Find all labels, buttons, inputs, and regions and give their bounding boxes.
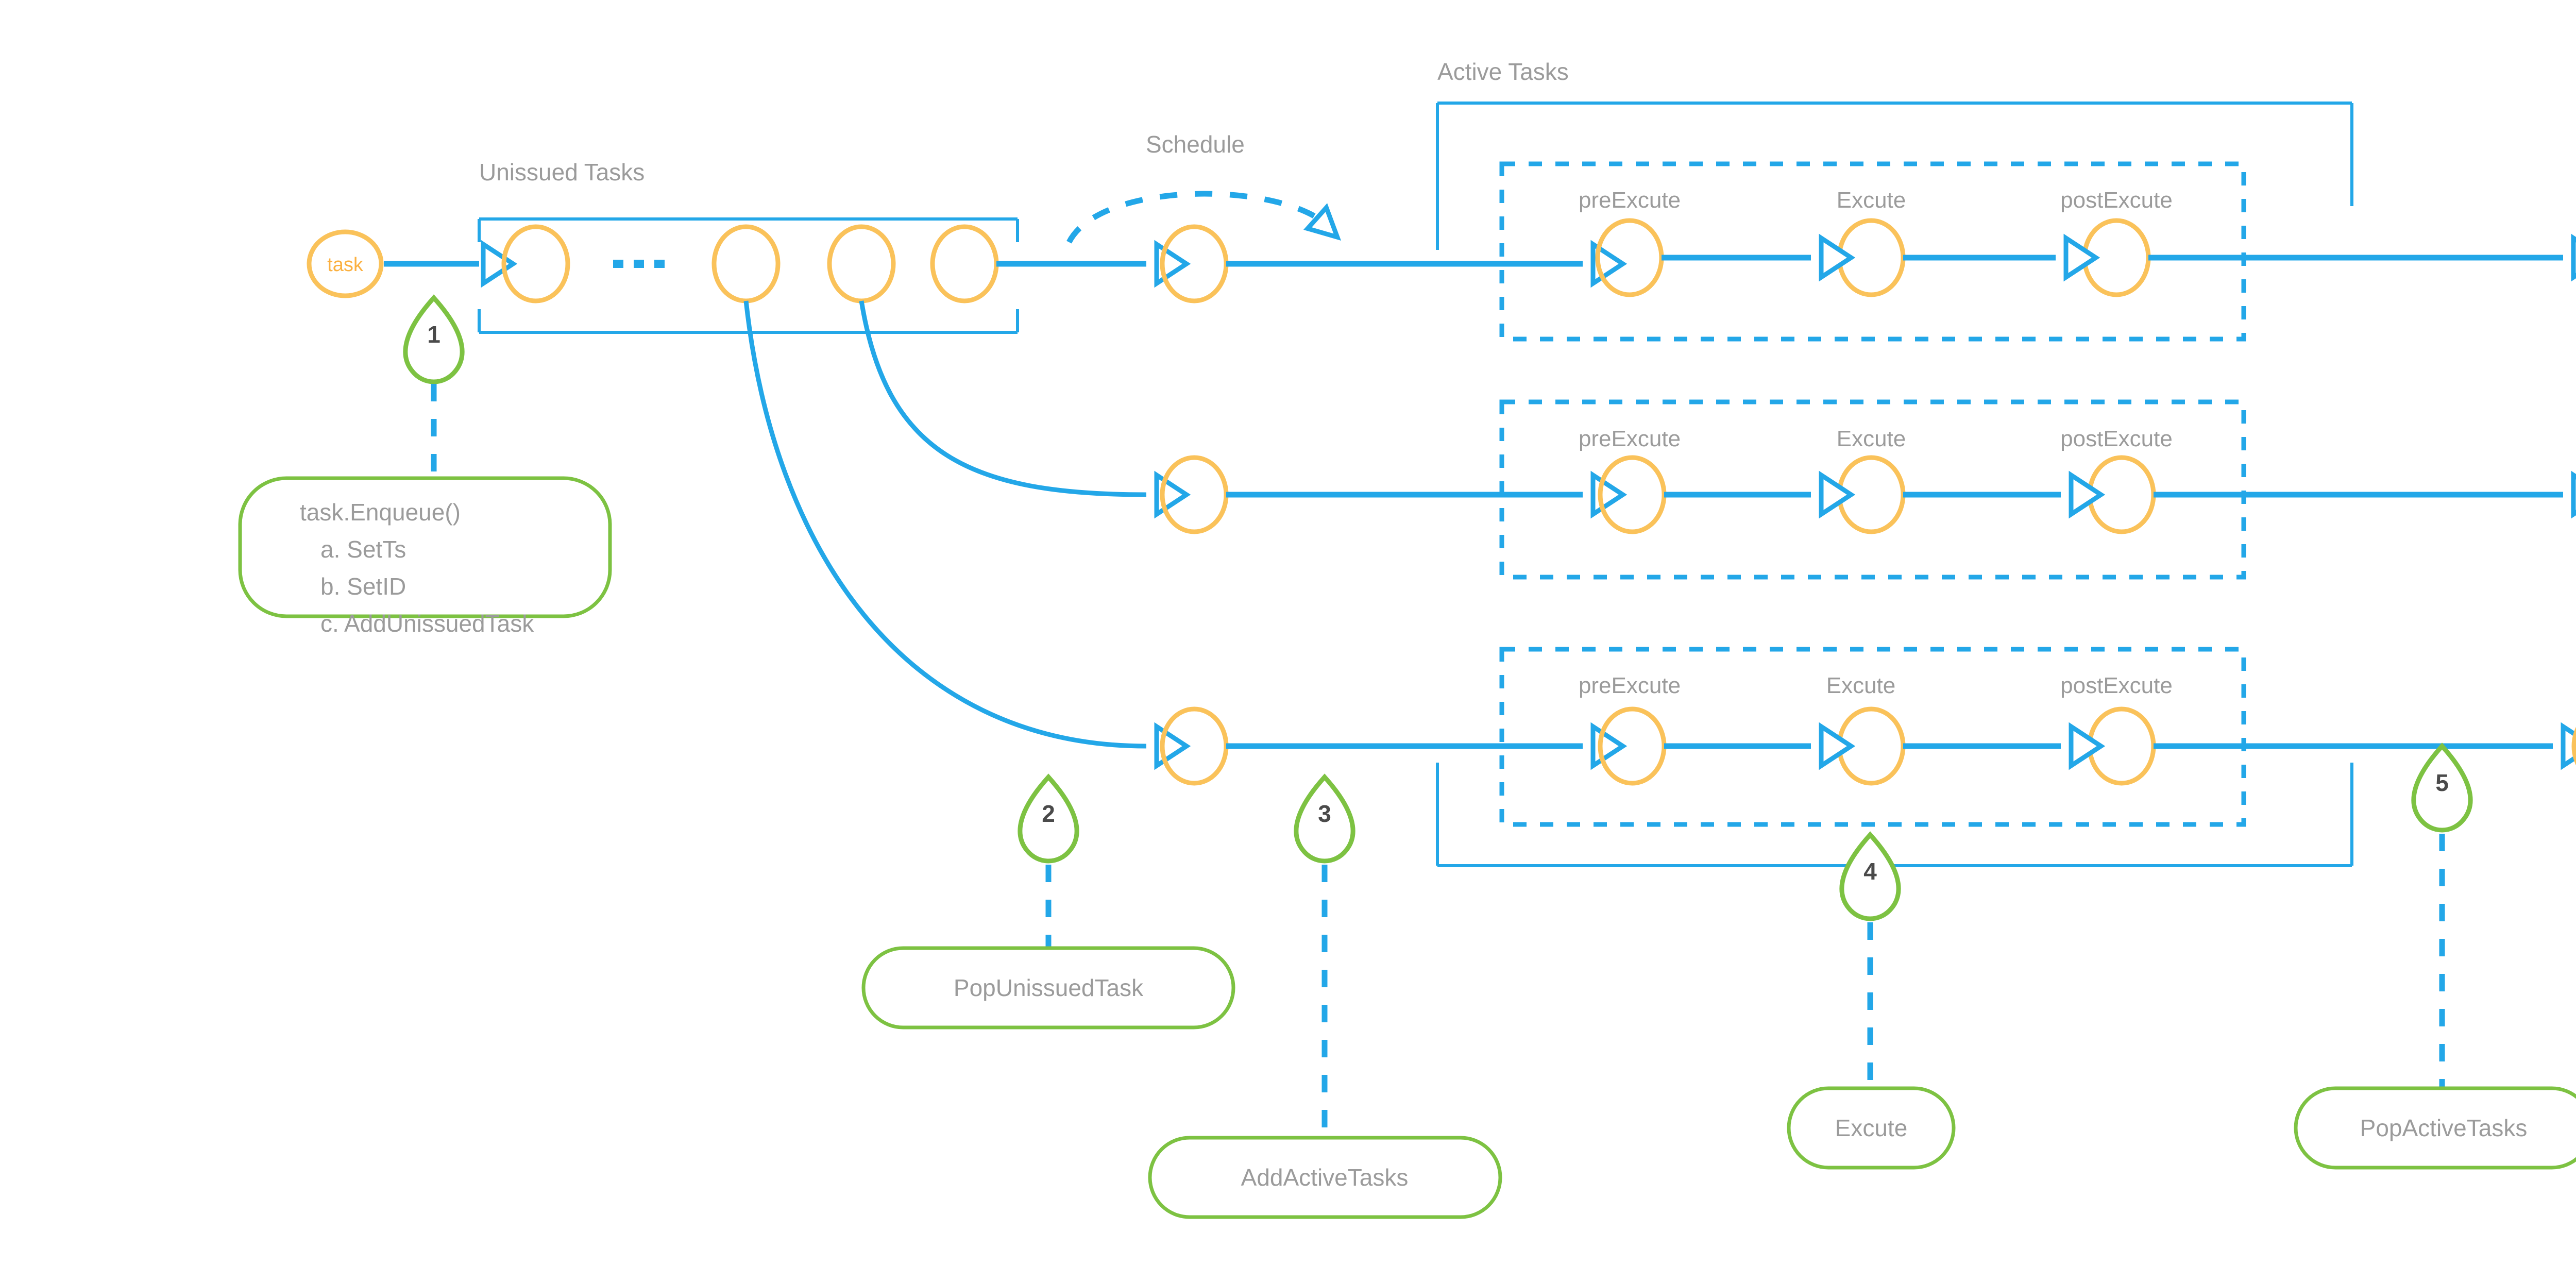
badge-1[interactable]: 1 xyxy=(403,294,465,384)
flow-row3-pre-to-mid xyxy=(1664,727,1851,766)
flow-row1-mid-to-post xyxy=(1903,238,2096,277)
row-1-pre-label: preExcute xyxy=(1579,188,1681,213)
badge-4[interactable]: 4 xyxy=(1839,831,1901,921)
flow-row2-mid-to-post xyxy=(1903,475,2101,514)
active-tasks-bracket xyxy=(1436,102,2353,867)
callout-excute[interactable]: Excute xyxy=(1787,1086,1956,1170)
row-1-mid-label: Excute xyxy=(1837,188,1906,213)
flow-row2-post-to-exit xyxy=(2154,475,2576,514)
badge-4-number: 4 xyxy=(1863,858,1877,885)
badge-5-number: 5 xyxy=(2435,769,2449,796)
flow-schedule-to-row1-pre xyxy=(1226,244,1623,283)
row-1-dashed-box xyxy=(1499,161,2246,342)
enqueue-callout[interactable]: task.Enqueue() a. SetTs b. SetID c. AddU… xyxy=(238,476,612,637)
callout-excute-label: Excute xyxy=(1835,1115,1908,1141)
unissued-queue-node-2[interactable] xyxy=(711,224,781,303)
callout-pop-active-tasks-label: PopActiveTasks xyxy=(2360,1115,2528,1141)
callout-pop-unissued-task-label: PopUnissuedTask xyxy=(954,974,1144,1001)
badge-1-number: 1 xyxy=(427,321,440,348)
unissued-queue-node-4[interactable] xyxy=(930,224,999,303)
flow-row1-post-to-exit xyxy=(2148,238,2576,277)
task-source-node[interactable]: task xyxy=(307,229,384,298)
flow-row3-to-pre xyxy=(1226,727,1623,766)
unissued-queue-node-3[interactable] xyxy=(827,224,896,303)
row-3-post-label: postExcute xyxy=(2060,673,2173,698)
flow-queue-to-row2 xyxy=(859,300,1187,514)
queue-ellipsis xyxy=(613,260,665,268)
flow-queue-to-schedule xyxy=(996,244,1187,283)
enqueue-callout-step-a: a. SetTs xyxy=(320,536,406,563)
flow-queue-to-row3 xyxy=(743,300,1187,766)
callout-pop-unissued-task[interactable]: PopUnissuedTask xyxy=(861,946,1235,1030)
schedule-label: Schedule xyxy=(1146,131,1245,158)
flow-row3-mid-to-post xyxy=(1903,727,2101,766)
row-3-exit-node[interactable] xyxy=(2571,709,2576,783)
badge-2-number: 2 xyxy=(1042,800,1055,827)
badge-2[interactable]: 2 xyxy=(1018,773,1079,864)
row-3-pre-label: preExcute xyxy=(1579,673,1681,698)
flow-row1-pre-to-mid xyxy=(1662,238,1851,277)
row-1-post-label: postExcute xyxy=(2060,188,2173,213)
unissued-queue-node-1[interactable] xyxy=(501,224,570,303)
flow-row2-to-pre xyxy=(1226,475,1623,514)
row-3-dashed-box xyxy=(1499,647,2246,827)
enqueue-callout-step-b: b. SetID xyxy=(320,573,406,600)
badge-3-number: 3 xyxy=(1318,800,1331,827)
flow-task-to-queue xyxy=(384,244,513,283)
section-label-unissued-tasks: Unissued Tasks xyxy=(479,159,645,185)
section-label-active-tasks: Active Tasks xyxy=(1437,58,1569,85)
flow-row2-pre-to-mid xyxy=(1664,475,1851,514)
enqueue-callout-step-c: c. AddUnissuedTask xyxy=(320,610,534,637)
callout-add-active-tasks[interactable]: AddActiveTasks xyxy=(1148,1136,1502,1219)
enqueue-callout-title: task.Enqueue() xyxy=(300,499,461,526)
badge-3[interactable]: 3 xyxy=(1294,773,1355,864)
badge-5[interactable]: 5 xyxy=(2411,743,2473,833)
row-2-post-label: postExcute xyxy=(2060,426,2173,451)
schedule-dashed-arrow xyxy=(1066,191,1342,244)
row-2-pre-label: preExcute xyxy=(1579,426,1681,451)
callout-add-active-tasks-label: AddActiveTasks xyxy=(1241,1164,1409,1191)
flow-row3-post-to-exit xyxy=(2154,727,2576,766)
row-2-mid-label: Excute xyxy=(1837,426,1906,451)
row-3-mid-label: Excute xyxy=(1826,673,1896,698)
callout-pop-active-tasks[interactable]: PopActiveTasks xyxy=(2294,1086,2576,1170)
task-node-label: task xyxy=(327,254,364,276)
row-2-dashed-box xyxy=(1499,399,2246,580)
